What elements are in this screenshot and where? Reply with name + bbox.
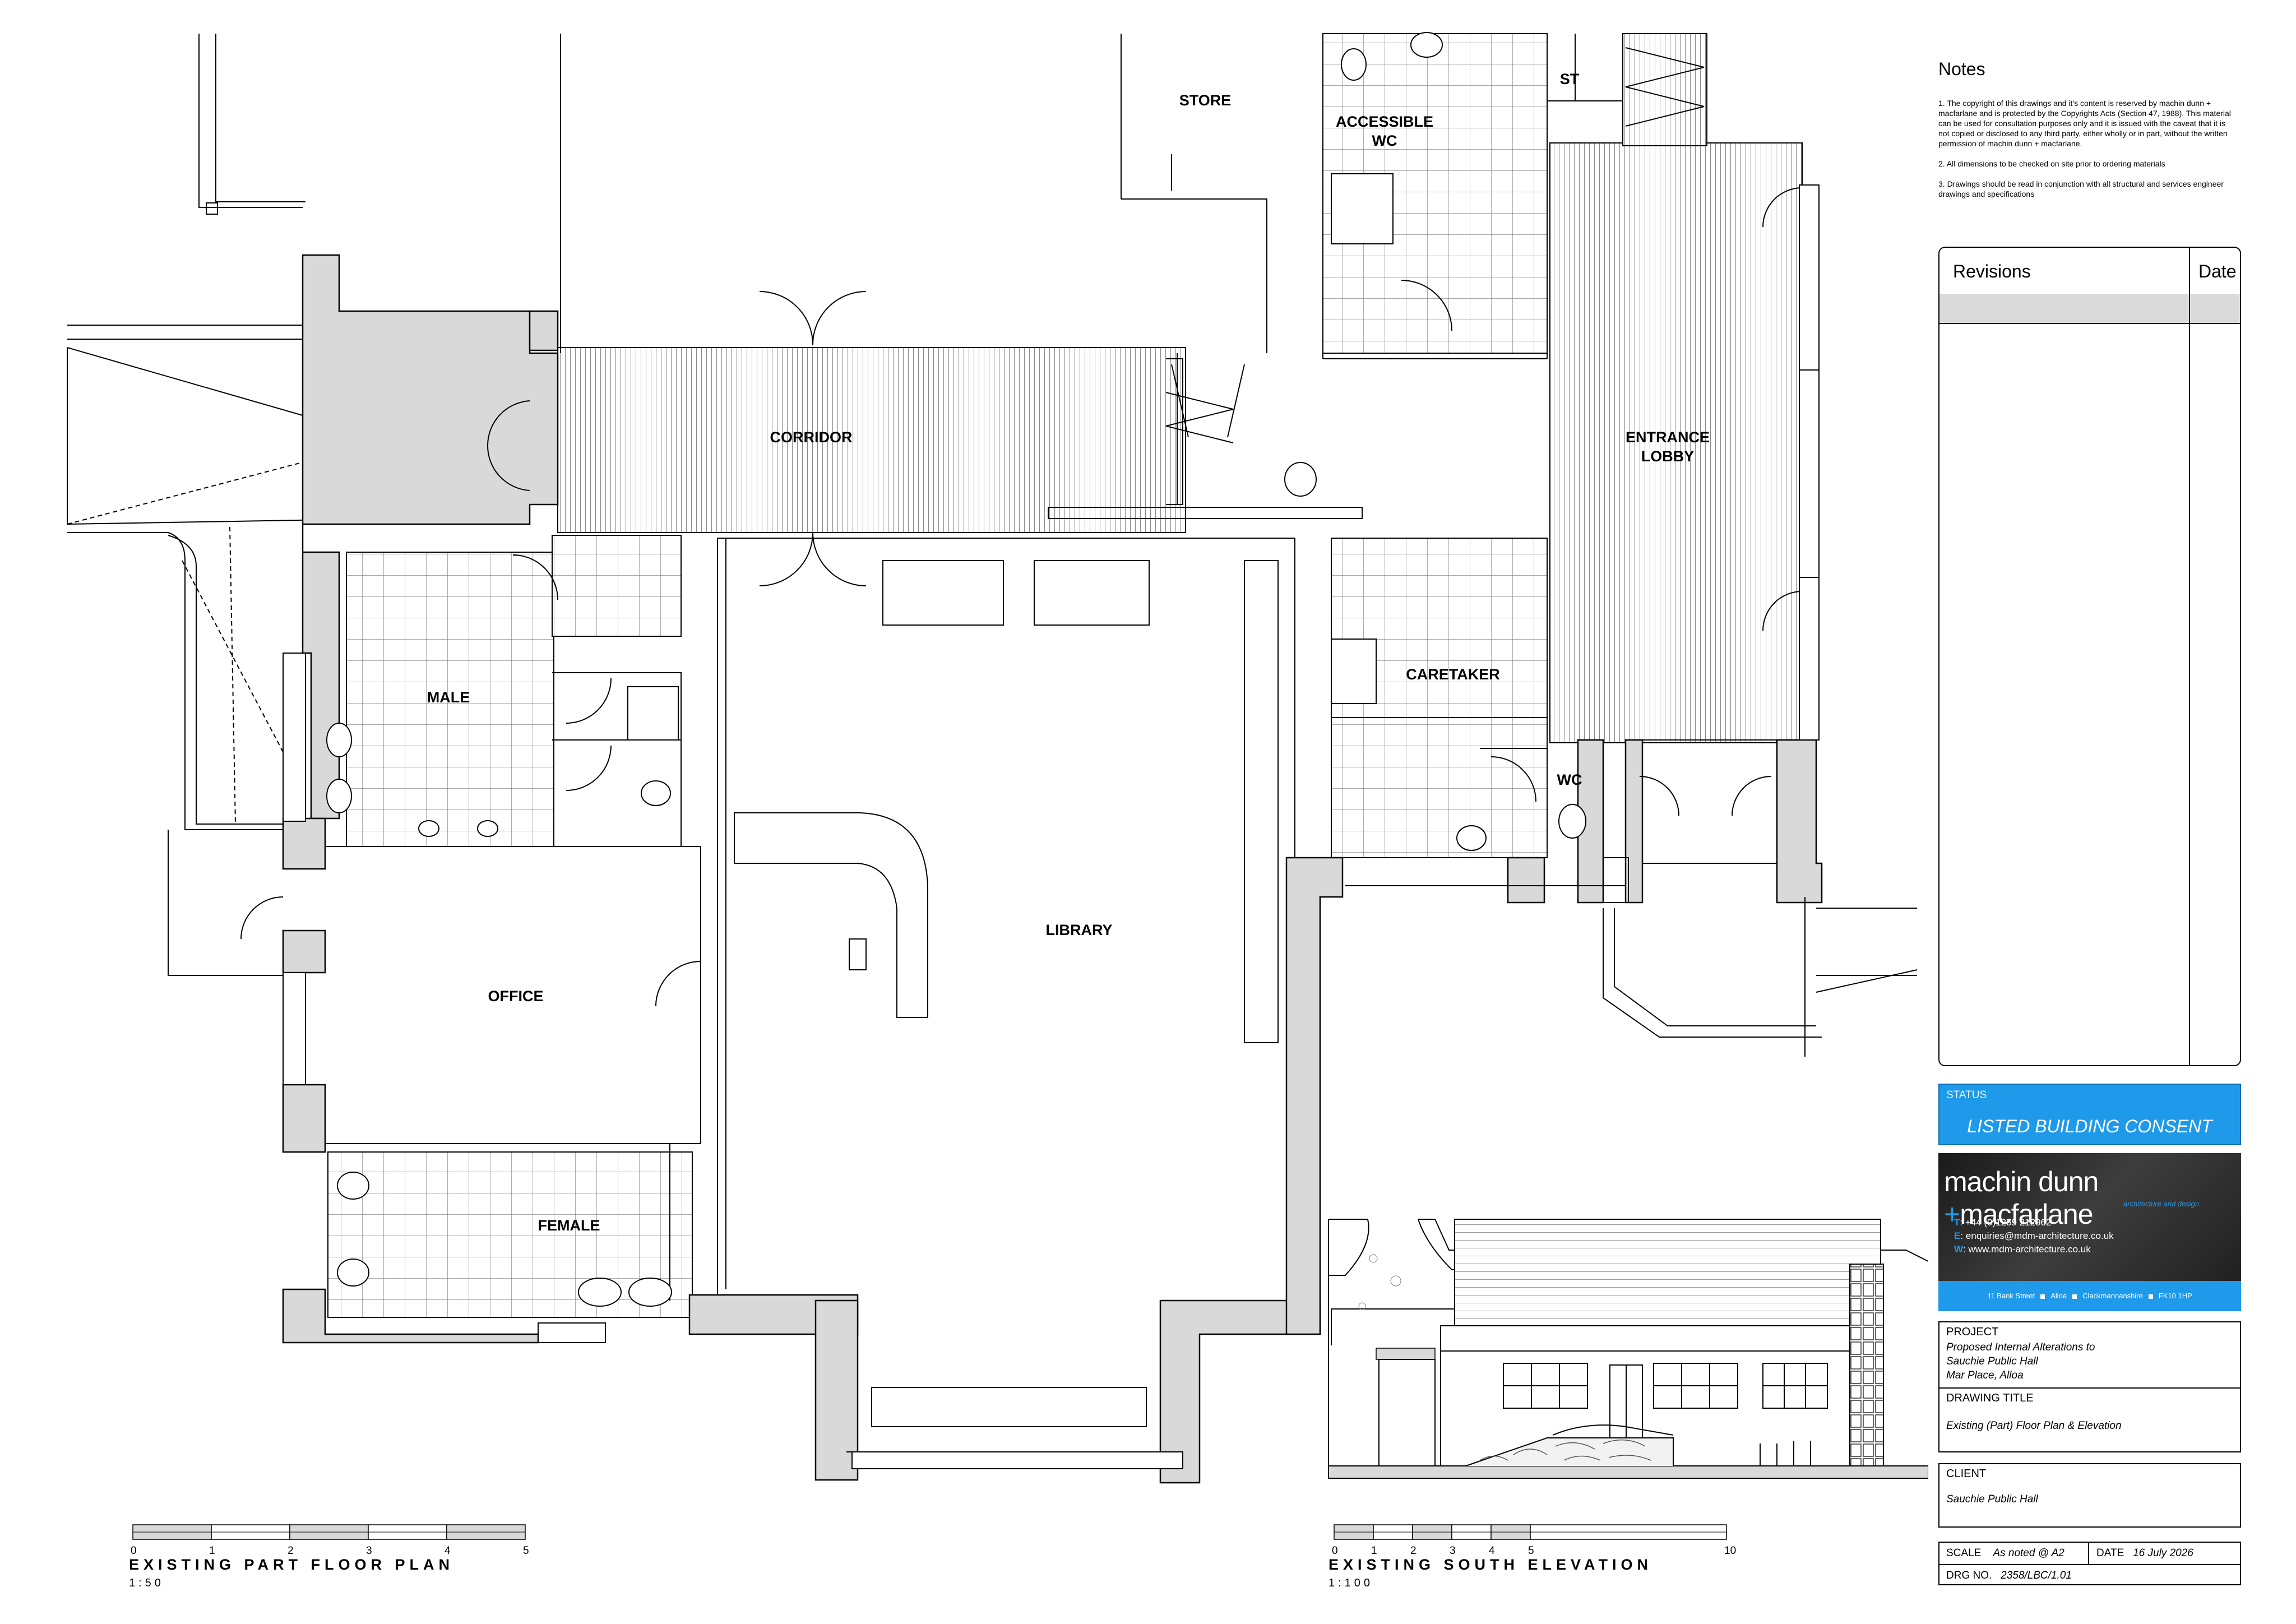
revisions-shaded-row	[1939, 294, 2240, 324]
room-label-office: OFFICE	[488, 988, 544, 1005]
revisions-title: Revisions	[1953, 261, 2031, 281]
logo-contacts: T: +44 (0)1259 212962 E: enquiries@mdm-a…	[1954, 1217, 2114, 1255]
revisions-column-divider	[2189, 248, 2190, 1065]
scale-field: SCALE As noted @ A2	[1946, 1547, 2064, 1559]
plan-scale-bar: 0 1 2 3 4 5 EXISTING PART FLOOR PLAN 1:50	[129, 1524, 529, 1589]
revisions-table: Revisions Date	[1938, 247, 2241, 1066]
room-label-accessible-wc: ACCESSIBLE	[1336, 113, 1433, 130]
title-block: Notes 1. The copyright of this drawings …	[1938, 53, 2244, 1589]
elevation-windows	[1503, 1363, 1828, 1438]
scale-tick-label: 1	[1371, 1545, 1377, 1557]
logo-phone: : +44 (0)1259 212962	[1960, 1217, 2052, 1228]
revisions-date-header: Date	[2198, 261, 2237, 281]
scale-tick-label: 3	[1450, 1545, 1456, 1557]
stonework	[1479, 1439, 1651, 1461]
lobby-floor	[1549, 142, 1803, 743]
ground-line	[1328, 1465, 1928, 1479]
date-field: DATE 16 July 2026	[2096, 1547, 2193, 1559]
room-label-corridor: CORRIDOR	[770, 429, 853, 446]
fascia	[1440, 1325, 1850, 1352]
scale-tick-label: 2	[1410, 1545, 1417, 1557]
note-item: 1. The copyright of this drawings and it…	[1938, 99, 2231, 148]
company-logo: machin dunn +macfarlane architecture and…	[1938, 1153, 2241, 1311]
room-label-store: STORE	[1179, 92, 1232, 109]
left-gable	[1328, 1219, 1369, 1276]
windows	[283, 184, 1820, 1469]
room-label-wc: WC	[1557, 771, 1582, 788]
scale-tick-label: 0	[131, 1545, 137, 1557]
logo-tagline: architecture and design	[2123, 1200, 2200, 1208]
status-label: STATUS	[1946, 1089, 1987, 1101]
room-label-male: MALE	[427, 689, 470, 706]
client-value: Sauchie Public Hall	[1946, 1493, 2038, 1505]
scale-tick-label: 5	[1528, 1545, 1534, 1557]
scale-tick-label: 10	[1724, 1545, 1736, 1557]
revisions-header: Revisions Date	[1939, 248, 2240, 295]
elevation-scale-ratio: 1:100	[1328, 1577, 1373, 1589]
drawing-sheet: STORE ST ACCESSIBLE WC CORRIDOR ENTRANCE…	[67, 32, 1928, 1589]
plan-scale-title: EXISTING PART FLOOR PLAN	[129, 1556, 454, 1573]
logo-name: machin dunn +macfarlane	[1944, 1166, 2099, 1230]
scale-tick-label: 4	[1489, 1545, 1495, 1557]
scale-tick-label: 3	[366, 1545, 372, 1557]
client-box: CLIENT Sauchie Public Hall	[1938, 1463, 2241, 1528]
elevation-scale-bar: 0 1 2 3 4 5 10 EXISTING SOUTH ELEVATION 1:100	[1328, 1524, 1736, 1589]
scale-tick-label: 1	[209, 1545, 215, 1557]
room-label-female: FEMALE	[538, 1217, 600, 1234]
ramp	[1465, 1437, 1674, 1466]
stair	[1165, 47, 1705, 443]
room-label-st: ST	[1560, 71, 1580, 87]
roof-slope	[1454, 1219, 1881, 1332]
notes-list: 1. The copyright of this drawings and it…	[1938, 98, 2238, 209]
project-label: PROJECT	[1946, 1326, 1999, 1338]
scale-tick-label: 5	[523, 1545, 529, 1557]
male-lobby-floor	[552, 535, 682, 637]
external-lines	[67, 34, 399, 976]
logo-plus: +	[1944, 1199, 1960, 1230]
drawing-title-label: DRAWING TITLE	[1946, 1392, 2034, 1404]
scale-tick-label: 0	[1332, 1545, 1338, 1557]
room-label-accessible-wc-2: WC	[1372, 132, 1397, 149]
side-door	[1378, 1359, 1436, 1466]
status-value: LISTED BUILDING CONSENT	[1967, 1116, 2212, 1136]
railing	[1760, 1441, 1811, 1466]
note-item: 3. Drawings should be read in conjunctio…	[1938, 179, 2224, 198]
south-elevation	[1328, 1219, 1928, 1479]
desk-chair	[849, 938, 867, 970]
status-box: STATUS LISTED BUILDING CONSENT	[1938, 1084, 2241, 1145]
male-floor	[346, 552, 554, 847]
client-label: CLIENT	[1946, 1468, 1987, 1480]
scale-tick-label: 2	[288, 1545, 294, 1557]
scale-tick-label: 4	[445, 1545, 451, 1557]
corridor-floor	[557, 347, 1186, 533]
logo-web: : www.mdm-architecture.co.uk	[1963, 1244, 2091, 1255]
plan-scale-ratio: 1:50	[129, 1577, 164, 1589]
room-label-entrance-lobby: ENTRANCE	[1626, 429, 1710, 446]
notes-heading: Notes	[1938, 59, 1985, 79]
elevation-scale-title: EXISTING SOUTH ELEVATION	[1328, 1556, 1652, 1573]
sanitary-fittings	[326, 32, 1586, 1307]
glazed-screen	[1849, 1264, 1884, 1466]
note-item: 2. All dimensions to be checked on site …	[1938, 159, 2165, 168]
room-label-caretaker: CARETAKER	[1406, 666, 1500, 683]
logo-email: : enquiries@mdm-architecture.co.uk	[1960, 1230, 2114, 1241]
project-value: Proposed Internal Alterations to Sauchie…	[1946, 1341, 2095, 1381]
drawing-title-value: Existing (Part) Floor Plan & Elevation	[1946, 1420, 2122, 1432]
room-labels: STORE ST ACCESSIBLE WC CORRIDOR ENTRANCE…	[427, 71, 1710, 1234]
floor-plan	[67, 32, 1918, 1484]
room-label-entrance-lobby-2: LOBBY	[1641, 448, 1695, 465]
drawing-info-box: SCALE As noted @ A2 DATE 16 July 2026 DR…	[1938, 1542, 2241, 1585]
project-box: PROJECT Proposed Internal Alterations to…	[1938, 1321, 2241, 1452]
reception-desk	[734, 812, 928, 1018]
room-label-library: LIBRARY	[1046, 922, 1113, 938]
drawing-number-field: DRG NO. 2358/LBC/1.01	[1946, 1570, 2072, 1581]
